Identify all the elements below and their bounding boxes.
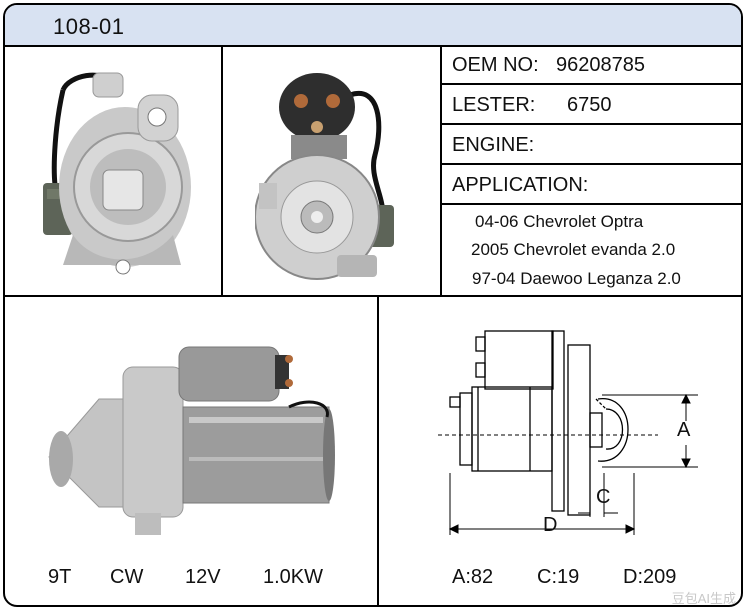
starter-rear-photo	[43, 72, 191, 275]
divider	[377, 297, 379, 605]
application-label: APPLICATION:	[452, 174, 589, 196]
lester-value: 6750	[567, 94, 612, 116]
lester-row: LESTER: 6750	[442, 85, 741, 125]
lester-label: LESTER:	[452, 94, 536, 116]
divider	[221, 45, 223, 295]
motor-spec-rotation: CW	[110, 566, 144, 588]
dimension-label-a: A	[677, 419, 691, 441]
motor-spec-power: 1.0KW	[263, 566, 324, 588]
application-item: 04-06 Chevrolet Optra	[475, 212, 644, 231]
divider	[5, 295, 741, 297]
dimension-diagram	[438, 330, 698, 535]
motor-spec-voltage: 12V	[185, 566, 221, 588]
divider	[440, 45, 442, 295]
dimension-a-value: A:82	[452, 566, 494, 588]
dimension-c-value: C:19	[537, 566, 580, 588]
engine-label: ENGINE:	[452, 134, 535, 156]
header-bar: 108-01	[5, 5, 741, 47]
oem-value: 96208785	[556, 54, 645, 76]
starter-front-photo	[255, 73, 394, 280]
engine-row: ENGINE:	[442, 125, 741, 165]
oem-row: OEM NO: 96208785	[442, 45, 741, 85]
starter-side-photo	[48, 346, 335, 535]
product-card: 108-01 OEM NO: 9	[3, 3, 743, 607]
application-item: 2005 Chevrolet evanda 2.0	[471, 240, 676, 259]
product-code: 108-01	[53, 14, 125, 39]
application-row: APPLICATION:	[442, 165, 741, 205]
motor-spec-teeth: 9T	[48, 566, 72, 588]
dimension-d-value: D:209	[623, 566, 677, 588]
dimension-label-d: D	[543, 514, 558, 536]
application-item: 97-04 Daewoo Leganza 2.0	[472, 269, 681, 288]
dimension-label-c: C	[596, 486, 611, 508]
oem-label: OEM NO:	[452, 54, 539, 76]
watermark: 豆包AI生成	[671, 591, 736, 606]
